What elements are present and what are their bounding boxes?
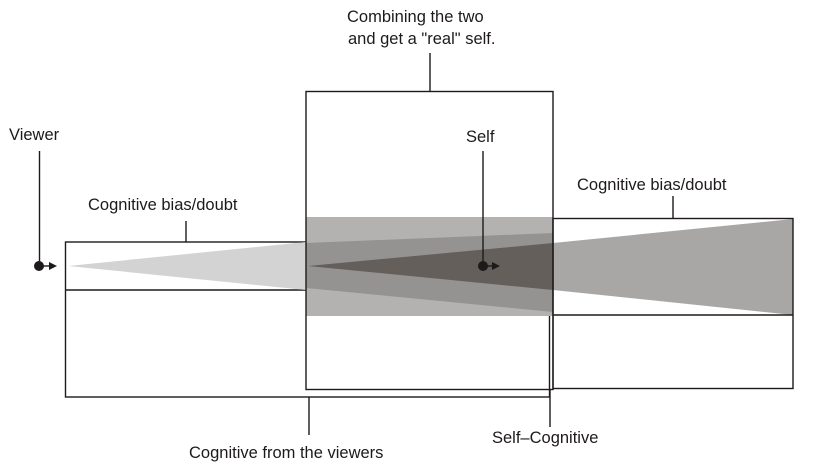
viewer-light-cone xyxy=(68,242,306,290)
viewer-arrow-head xyxy=(49,262,57,270)
combine-label-line1: Combining the two xyxy=(347,8,484,26)
right-bias-cone xyxy=(553,219,793,315)
viewer-dot xyxy=(34,261,44,271)
bias-right-label: Cognitive bias/doubt xyxy=(577,176,727,194)
right-bias-box xyxy=(552,217,794,390)
viewer-label: Viewer xyxy=(9,126,60,144)
bias-left-label: Cognitive bias/doubt xyxy=(88,196,238,214)
from-viewers-label: Cognitive from the viewers xyxy=(189,444,383,462)
self-label: Self xyxy=(466,128,495,146)
self-dark-cone xyxy=(308,243,553,290)
self-arrow-head xyxy=(492,262,500,270)
self-cognitive-label: Self–Cognitive xyxy=(492,429,598,447)
combine-label-line2: and get a "real" self. xyxy=(348,30,495,48)
self-dot xyxy=(478,261,488,271)
